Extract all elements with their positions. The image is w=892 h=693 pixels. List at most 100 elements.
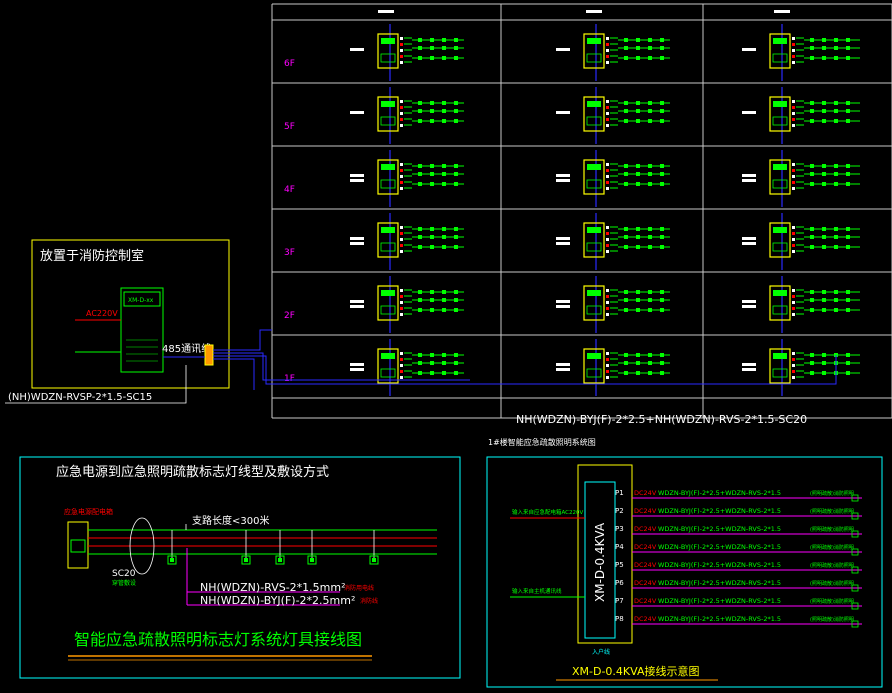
circuit-cable: WDZN-BYJ(F)-2*2.5+WDZN-RVS-2*1.5 — [658, 525, 781, 533]
wiring-diagram-title: 智能应急疏散照明标志灯系统灯具接线图 — [74, 630, 362, 649]
xm-header: 1#楼智能应急疏散照明系统图 — [488, 437, 596, 447]
host-panel-title: XM-D-xx — [128, 297, 154, 304]
emergency-power-box — [67, 521, 89, 569]
floor-label-2F: 2F — [284, 311, 295, 321]
cable-note-2: 消防线 — [360, 597, 378, 605]
floor-device-4F-2 — [556, 150, 670, 207]
circuit-note: (照明疏散)消防照明 — [810, 508, 854, 515]
circuit-voltage: DC24V — [634, 597, 657, 605]
comm-line-label: 485通讯线 — [162, 342, 211, 355]
port-label: P2 — [615, 507, 624, 515]
cable-spec-1: NH(WDZN)-RVS-2*1.5mm² — [200, 581, 346, 594]
conduit-label: SC20 — [112, 569, 136, 579]
wiring-subtitle: 应急电源到应急照明疏散标志灯线型及敷设方式 — [56, 464, 329, 480]
xm-comm-label: 输入来自主机通讯线 — [512, 587, 562, 595]
floor-label-4F: 4F — [284, 185, 295, 195]
xm-device-panel: 1#楼智能应急疏散照明系统图 XM-D-0.4KVA 输入来自应急配电箱AC22… — [486, 437, 883, 688]
lamp-fixture — [307, 530, 317, 565]
riser-cable-spec: NH(WDZN)-BYJ(F)-2*2.5+NH(WDZN)-RVS-2*1.5… — [516, 413, 807, 426]
ac-input-label: AC220V — [86, 309, 118, 318]
circuit-note: (照明疏散)消防照明 — [810, 490, 854, 497]
floor-device-2F-1 — [350, 276, 464, 333]
conduit-note: 穿管敷设 — [112, 579, 136, 587]
xm-bottom-note: 入户线 — [592, 648, 610, 656]
circuit-cable: WDZN-BYJ(F)-2*2.5+WDZN-RVS-2*1.5 — [658, 615, 781, 623]
floor-device-1F-1 — [350, 339, 464, 396]
circuit-voltage: DC24V — [634, 525, 657, 533]
floor-device-5F-1 — [350, 87, 464, 144]
circuit-voltage: DC24V — [634, 615, 657, 623]
comm-converter — [204, 344, 214, 366]
conduit-ellipse — [129, 517, 155, 575]
floor-labels: 6F 5F 4F 3F 2F 1F — [284, 59, 295, 384]
cable-spec-2: NH(WDZN)-BYJ(F)-2*2.5mm² — [200, 594, 355, 607]
control-room-title: 放置于消防控制室 — [40, 248, 144, 264]
floor-device-2F-2 — [556, 276, 670, 333]
circuit-cable: WDZN-BYJ(F)-2*2.5+WDZN-RVS-2*1.5 — [658, 597, 781, 605]
floor-label-6F: 6F — [284, 59, 295, 69]
floor-label-3F: 3F — [284, 248, 295, 258]
lamp-row — [167, 530, 379, 565]
floor-device-1F-2 — [556, 339, 670, 396]
host-panel — [120, 287, 164, 373]
floor-device-1F-3 — [742, 339, 860, 396]
floor-device-6F-1 — [350, 24, 464, 81]
port-label: P5 — [615, 561, 624, 569]
control-room-box: 放置于消防控制室 XM-D-xx AC220V 485通讯线 (NH)WDZN-… — [5, 239, 837, 404]
circuit-voltage: DC24V — [634, 489, 657, 497]
port-label: P1 — [615, 489, 624, 497]
floor-device-2F-3 — [742, 276, 860, 333]
lamp-fixture — [241, 530, 251, 565]
lamp-fixture — [275, 530, 285, 565]
circuit-note: (照明疏散)消防照明 — [810, 544, 854, 551]
circuit-cable: WDZN-BYJ(F)-2*2.5+WDZN-RVS-2*1.5 — [658, 543, 781, 551]
cable-note-1: 消防用电线 — [344, 584, 374, 592]
floor-device-6F-2 — [556, 24, 670, 81]
xm-input-label: 输入来自应急配电箱AC220V — [512, 508, 584, 516]
floor-label-1F: 1F — [284, 374, 295, 384]
riser-diagram — [271, 3, 892, 419]
circuit-voltage: DC24V — [634, 507, 657, 515]
circuit-note: (照明疏散)消防照明 — [810, 598, 854, 605]
port-label: P6 — [615, 579, 624, 587]
circuit-cable: WDZN-BYJ(F)-2*2.5+WDZN-RVS-2*1.5 — [658, 507, 781, 515]
circuit-note: (照明疏散)消防照明 — [810, 580, 854, 587]
xm-device-box — [584, 481, 616, 639]
control-room-cable-spec: (NH)WDZN-RVSP-2*1.5-SC15 — [8, 392, 152, 403]
branch-length-label: 支路长度<300米 — [192, 514, 269, 527]
circuit-note: (照明疏散)消防照明 — [810, 526, 854, 533]
floor-device-6F-3 — [742, 24, 860, 81]
wiring-method-panel: 应急电源到应急照明疏散标志灯线型及敷设方式 应急电源配电箱 SC20 穿管敷设 … — [19, 456, 461, 679]
port-label: P7 — [615, 597, 624, 605]
floor-device-4F-1 — [350, 150, 464, 207]
lamp-fixture — [167, 530, 177, 565]
power-box-label: 应急电源配电箱 — [64, 507, 113, 516]
circuit-voltage: DC24V — [634, 561, 657, 569]
circuit-note: (照明疏散)消防照明 — [810, 562, 854, 569]
xm-device-label: XM-D-0.4KVA — [593, 522, 607, 602]
floor-device-3F-2 — [556, 213, 670, 270]
xm-outer-box — [577, 464, 633, 644]
floor-label-5F: 5F — [284, 122, 295, 132]
circuit-voltage: DC24V — [634, 543, 657, 551]
floor-device-3F-3 — [742, 213, 860, 270]
circuit-cable: WDZN-BYJ(F)-2*2.5+WDZN-RVS-2*1.5 — [658, 561, 781, 569]
circuit-note: (照明疏散)消防照明 — [810, 616, 854, 623]
xm-caption: XM-D-0.4KVA接线示意图 — [572, 664, 700, 678]
floor-device-5F-2 — [556, 87, 670, 144]
lamp-fixture — [369, 530, 379, 565]
port-label: P3 — [615, 525, 624, 533]
circuit-cable: WDZN-BYJ(F)-2*2.5+WDZN-RVS-2*1.5 — [658, 489, 781, 497]
floor-device-5F-3 — [742, 87, 860, 144]
